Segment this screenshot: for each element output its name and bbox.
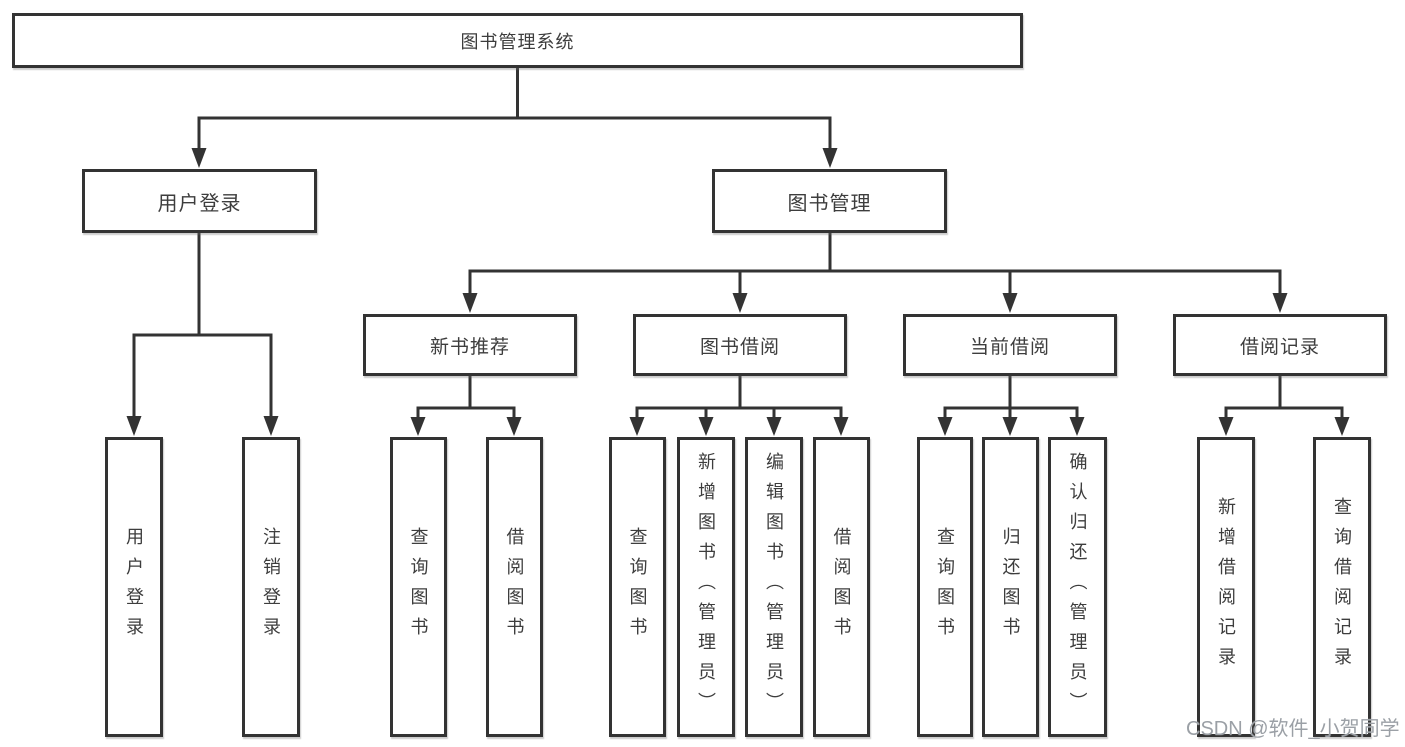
leaf-label: 查询图书 xyxy=(408,527,429,647)
leaf-borrow-books: 借阅图书 xyxy=(813,437,870,737)
leaf-label: 查询图书 xyxy=(627,527,648,647)
leaf-return-books: 归还图书 xyxy=(982,437,1039,737)
leaf-query-borrow-record: 查询借阅记录 xyxy=(1313,437,1371,737)
node-borrow-records: 借阅记录 xyxy=(1173,314,1387,376)
node-label: 借阅记录 xyxy=(1239,336,1320,358)
node-book-borrow: 图书借阅 xyxy=(633,314,847,376)
leaf-confirm-return-admin: 确认归还（管理员） xyxy=(1048,437,1107,737)
leaf-add-borrow-record: 新增借阅记录 xyxy=(1197,437,1255,737)
node-label: 当前借阅 xyxy=(969,336,1050,358)
node-label: 用户登录 xyxy=(157,192,242,215)
node-label: 图书管理 xyxy=(787,192,872,215)
leaf-label: 归还图书 xyxy=(1000,527,1021,647)
connector-root-to-branches xyxy=(191,68,838,168)
leaf-label: 借阅图书 xyxy=(831,527,852,647)
leaf-label: 注销登录 xyxy=(261,527,281,647)
node-label: 图书借阅 xyxy=(699,336,780,358)
leaf-user-login: 用户登录 xyxy=(105,437,163,737)
connector-records-to-leaves xyxy=(1218,376,1350,436)
connector-current-to-leaves xyxy=(937,376,1085,436)
connector-new-book-to-leaves xyxy=(410,376,522,436)
leaf-edit-books-admin: 编辑图书（管理员） xyxy=(745,437,803,737)
leaf-query-books-newbook: 查询图书 xyxy=(390,437,447,737)
leaf-logout: 注销登录 xyxy=(242,437,300,737)
leaf-label: 查询图书 xyxy=(935,527,955,647)
node-book-management-branch: 图书管理 xyxy=(712,169,947,233)
leaf-label: 用户登录 xyxy=(124,527,144,647)
leaf-query-books-borrow: 查询图书 xyxy=(609,437,666,737)
leaf-label: 编辑图书（管理员） xyxy=(764,452,784,722)
connector-user-login-to-leaves xyxy=(126,233,279,436)
leaf-query-books-current: 查询图书 xyxy=(917,437,973,737)
connector-borrow-to-leaves xyxy=(629,376,849,436)
leaf-label: 查询借阅记录 xyxy=(1332,497,1352,677)
csdn-watermark: CSDN @软件_小贺同学 xyxy=(1186,718,1400,740)
leaf-add-books-admin: 新增图书（管理员） xyxy=(677,437,735,737)
node-label: 图书管理系统 xyxy=(460,31,575,52)
connector-book-mgmt-to-children xyxy=(462,233,1288,313)
leaf-label: 确认归还（管理员） xyxy=(1067,452,1088,722)
node-new-book-recommend: 新书推荐 xyxy=(363,314,577,376)
node-label: 新书推荐 xyxy=(429,336,510,358)
leaf-label: 新增图书（管理员） xyxy=(696,452,716,722)
node-user-login-branch: 用户登录 xyxy=(82,169,317,233)
node-current-borrow: 当前借阅 xyxy=(903,314,1117,376)
node-library-management-system: 图书管理系统 xyxy=(12,13,1023,68)
leaf-label: 借阅图书 xyxy=(504,527,525,647)
leaf-label: 新增借阅记录 xyxy=(1216,497,1236,677)
leaf-borrow-books-newbook: 借阅图书 xyxy=(486,437,543,737)
